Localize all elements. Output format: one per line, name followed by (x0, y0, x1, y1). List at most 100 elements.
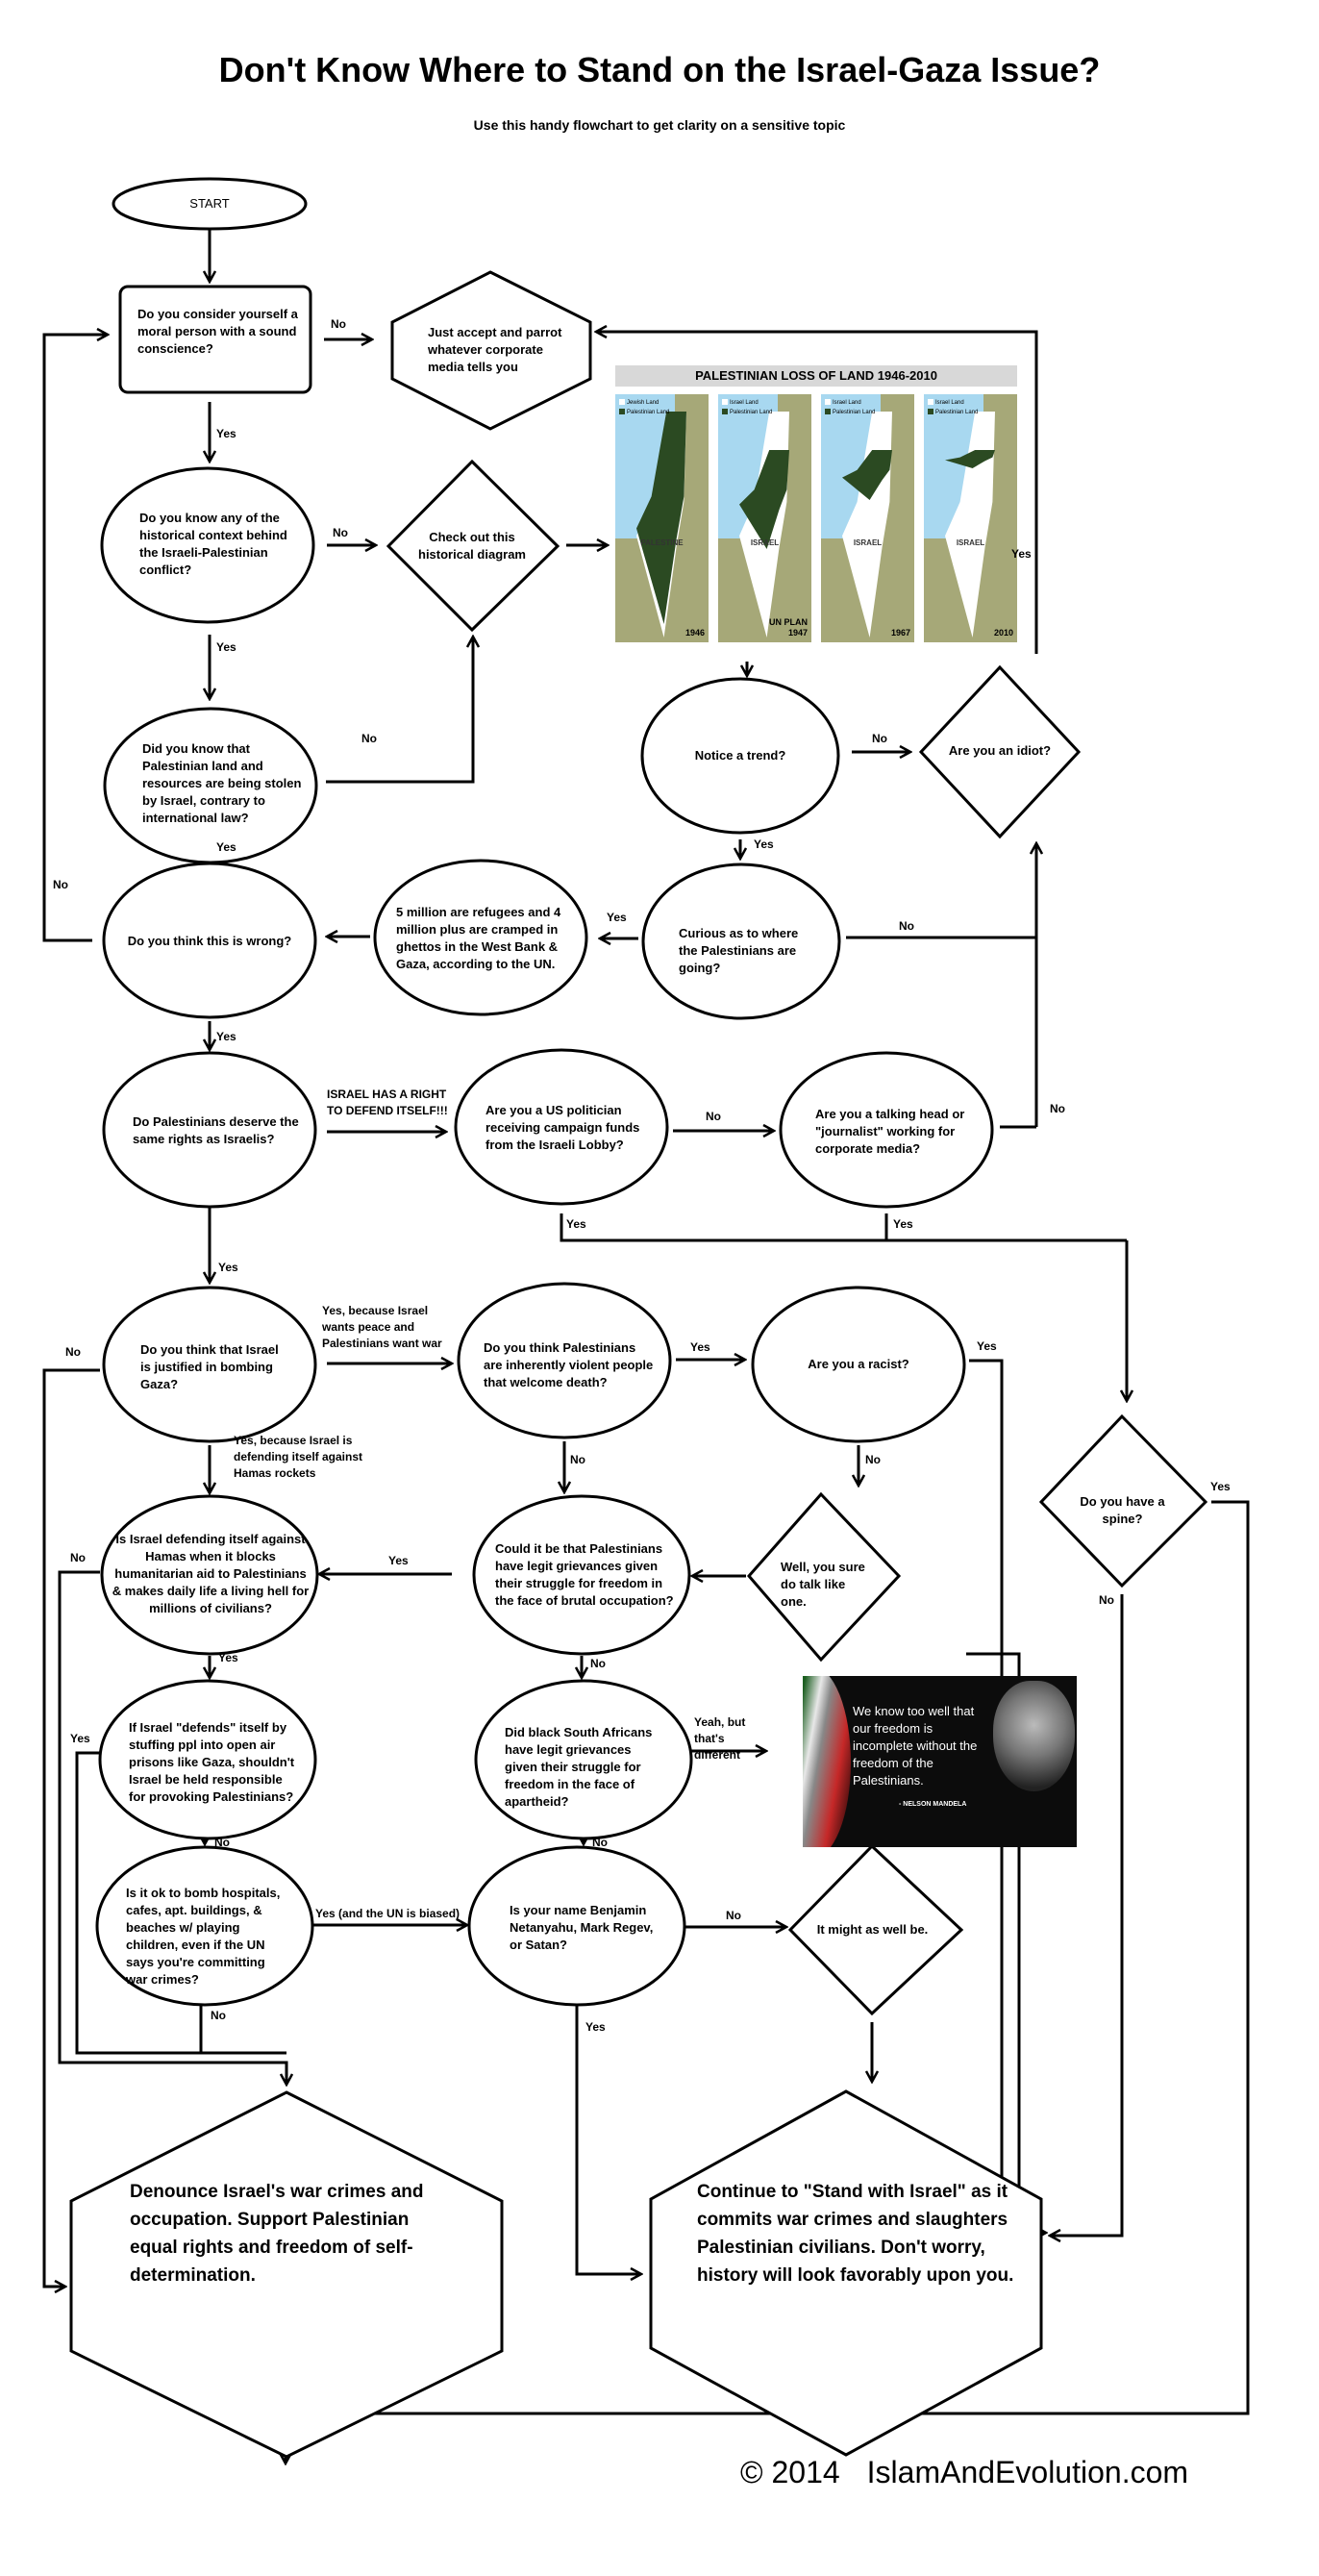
edge-label-no: No (1099, 1593, 1114, 1607)
edge-label-yes: Yes (893, 1217, 913, 1231)
edge-label-un-biased: Yes (and the UN is biased) (315, 1907, 460, 1920)
edge-label-no: No (570, 1453, 585, 1466)
node-stand-with-label: Continue to "Stand with Israel" as it co… (697, 2182, 1014, 2286)
node-refugees-label: 5 million are refugees and 4 million plu… (396, 905, 561, 971)
node-south-africa-label: Did black South Africans have legit grie… (505, 1725, 653, 1809)
edge-label-yes: Yes (585, 2020, 606, 2034)
edge-label-yes: Yes (754, 838, 774, 851)
edge-label-yes: Yes (977, 1339, 997, 1353)
edge-label-yes: Yes (216, 427, 236, 440)
mandela-quote-image: We know too well that our freedom is inc… (803, 1676, 1077, 1847)
edge-label-no: No (592, 1836, 608, 1849)
node-curious (641, 863, 841, 1020)
node-netanyahu-label: Is your name Benjamin Netanyahu, Mark Re… (510, 1903, 654, 1952)
node-context (100, 466, 315, 624)
node-racist (751, 1286, 966, 1443)
edge-label-yes: Yes (607, 911, 627, 924)
edge-label-no: No (211, 2009, 226, 2022)
node-denounce (69, 2090, 504, 2459)
edge-label-yes: Yes (388, 1554, 409, 1567)
edge-label-yes: Yes (690, 1340, 710, 1354)
footer-copyright: © 2014 (740, 2455, 840, 2489)
node-politician-label: Are you a US politician receiving campai… (485, 1103, 640, 1152)
edge-label-wants-peace: Yes, because Israel wants peace and Pale… (322, 1304, 442, 1350)
node-racist-label: Are you a racist? (808, 1357, 909, 1371)
node-might-as-well-label: It might as well be. (816, 1922, 929, 1937)
edge-label-yes: Yes (216, 1030, 236, 1043)
edge-label-no: No (726, 1909, 741, 1922)
node-grievances-label: Could it be that Palestinians have legit… (495, 1541, 674, 1608)
edge-label-no: No (361, 732, 377, 745)
edge-label-no: No (214, 1836, 230, 1849)
edge-label-no: No (706, 1110, 721, 1123)
node-context-label: Do you know any of the historical contex… (139, 511, 287, 577)
historical-map: PALESTINIAN LOSS OF LAND 1946-2010 Jewis… (615, 365, 1017, 654)
edge-label-yeah-but: Yeah, but that's different (694, 1715, 746, 1762)
node-same-rights (102, 1051, 317, 1209)
edge-label-no: No (65, 1345, 81, 1359)
node-stolen-label: Did you know that Palestinian land and r… (142, 741, 302, 825)
map-year: 1967 (890, 628, 910, 638)
node-same-rights-label: Do Palestinians deserve the same rights … (133, 1114, 299, 1146)
node-open-air-label: If Israel "defends" itself by stuffing p… (129, 1720, 295, 1804)
flag-stripes (803, 1676, 851, 1847)
map-region-label: PALESTINE (640, 538, 684, 547)
map-year: 1946 (684, 628, 705, 638)
edge-label-yes: Yes (216, 840, 236, 854)
node-trend-label: Notice a trend? (694, 748, 786, 763)
edge-label-no: No (53, 878, 68, 891)
map-region-label: ISRAEL (750, 538, 780, 547)
map-region-label: ISRAEL (956, 538, 985, 547)
node-wrong (102, 862, 317, 1019)
node-talk-like-label: Well, you sure do talk like one. (781, 1560, 865, 1609)
node-violent (457, 1282, 672, 1439)
mandela-quote-attribution: - NELSON MANDELA (899, 1801, 967, 1808)
node-bomb-ok (95, 1845, 314, 2007)
edge-label-right-to-defend: ISRAEL HAS A RIGHT TO DEFEND ITSELF!!! (327, 1088, 448, 1117)
node-wrong-label: Do you think this is wrong? (127, 934, 292, 948)
edge-label-no: No (872, 732, 887, 745)
node-justified-label: Do you think that Israel is justified in… (140, 1342, 279, 1391)
node-violent-label: Do you think Palestinians are inherently… (484, 1340, 654, 1389)
node-parrot (390, 270, 592, 431)
edge-label-yes: Yes (218, 1261, 238, 1274)
node-moral (118, 285, 312, 394)
node-bomb-ok-label: Is it ok to bomb hospitals, cafes, apt. … (126, 1886, 281, 1987)
edge-label-no: No (70, 1551, 86, 1564)
map-year: UN PLAN 1947 (769, 617, 808, 638)
node-idiot-label: Are you an idiot? (948, 743, 1052, 758)
node-grievances (472, 1494, 691, 1656)
node-journalist-label: Are you a talking head or "journalist" w… (815, 1107, 965, 1156)
edge-label-no: No (333, 526, 348, 539)
node-journalist (779, 1051, 994, 1209)
node-curious-label: Curious as to where the Palestinians are… (679, 926, 799, 975)
node-stand-with (649, 2089, 1043, 2457)
node-south-africa (474, 1679, 693, 1840)
edge-label-no: No (865, 1453, 881, 1466)
edge-label-no: No (1050, 1102, 1065, 1115)
edge-label-yes: Yes (218, 1651, 238, 1664)
page-title: Don't Know Where to Stand on the Israel-… (218, 50, 1101, 89)
node-justified (102, 1286, 317, 1443)
edge-label-hamas-rockets: Yes, because Israel is defending itself … (234, 1434, 363, 1480)
map-title: PALESTINIAN LOSS OF LAND 1946-2010 (615, 365, 1017, 387)
map-year: 2010 (993, 628, 1013, 638)
node-spine-label: Do you have a spine? (1080, 1494, 1165, 1526)
edge-label-yes: Yes (1210, 1480, 1231, 1493)
node-refugees (373, 859, 588, 1016)
edge-label-no: No (899, 919, 914, 933)
edge-label-yes: Yes (70, 1732, 90, 1745)
node-start (112, 177, 308, 231)
page-subtitle: Use this handy flowchart to get clarity … (473, 117, 846, 133)
node-diagram (386, 459, 560, 633)
node-trend (640, 677, 840, 835)
